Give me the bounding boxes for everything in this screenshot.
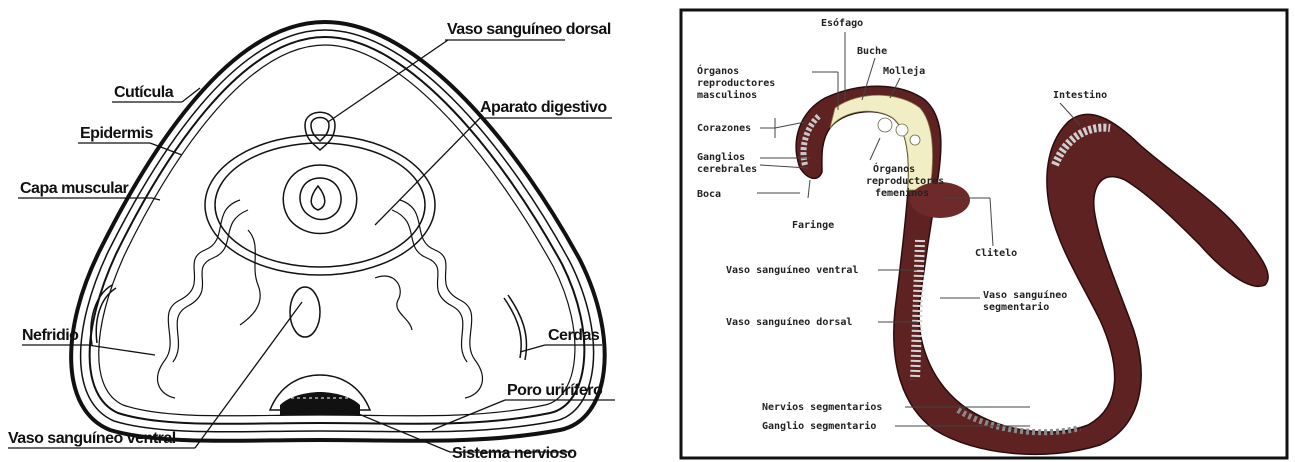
label-vaso-ventral: Vaso sanguíneo ventral: [8, 430, 176, 447]
cross-section-diagram: Vaso sanguíneo dorsal Cutícula Epidermis…: [8, 21, 615, 462]
earthworm-diagram: Esófago Buche Órganos reproductores masc…: [681, 10, 1287, 458]
dorsal-blood-vessel: [305, 112, 335, 150]
label-organos-femeninos-1: Órganos: [873, 162, 915, 175]
label-vaso-segmentario-1: Vaso sanguíneo: [983, 289, 1067, 301]
label-poro-urinifero: Poro urirífero: [507, 382, 603, 399]
label-organos-femeninos-3: femeninos: [875, 187, 929, 199]
label-nefridio: Nefridio: [22, 327, 79, 344]
label-buche: Buche: [857, 46, 887, 57]
label-ganglios-1: Ganglios: [697, 151, 745, 163]
label-vaso-ventral: Vaso sanguíneo ventral: [726, 264, 858, 276]
label-boca: Boca: [697, 189, 721, 200]
label-sistema-nervioso: Sistema nervioso: [452, 445, 577, 462]
label-organos-masculinos-1: Órganos: [697, 64, 739, 77]
label-vaso-dorsal: Vaso sanguíneo dorsal: [447, 21, 611, 38]
label-aparato-digestivo: Aparato digestivo: [480, 99, 607, 116]
label-intestino: Intestino: [1053, 89, 1107, 101]
label-organos-femeninos-2: reproductores: [866, 176, 944, 187]
digestive-tract: [205, 135, 435, 275]
nephridia-left: [158, 200, 261, 398]
label-cerdas: Cerdas: [548, 327, 600, 344]
label-organos-masculinos-2: reproductores: [697, 78, 775, 89]
label-ganglios-2: cerebrales: [697, 164, 757, 175]
label-molleja: Molleja: [883, 65, 925, 77]
ventral-nerve-cord: [270, 375, 370, 415]
label-corazones: Corazones: [697, 123, 751, 134]
label-ganglio-segmentario: Ganglio segmentario: [762, 420, 876, 432]
nephridia-right: [375, 200, 482, 398]
label-cuticula: Cutícula: [114, 84, 174, 101]
label-organos-masculinos-3: masculinos: [697, 89, 757, 101]
label-faringe: Faringe: [792, 219, 834, 231]
label-epidermis: Epidermis: [80, 125, 153, 142]
label-esofago: Esófago: [821, 17, 863, 29]
label-clitelo: Clitelo: [975, 247, 1017, 259]
label-vaso-dorsal: Vaso sanguíneo dorsal: [726, 316, 852, 328]
label-capa-muscular: Capa muscular: [20, 180, 128, 197]
label-nervios-segmentarios: Nervios segmentarios: [762, 401, 882, 413]
setae: [91, 285, 527, 360]
label-vaso-segmentario-2: segmentario: [983, 301, 1049, 313]
